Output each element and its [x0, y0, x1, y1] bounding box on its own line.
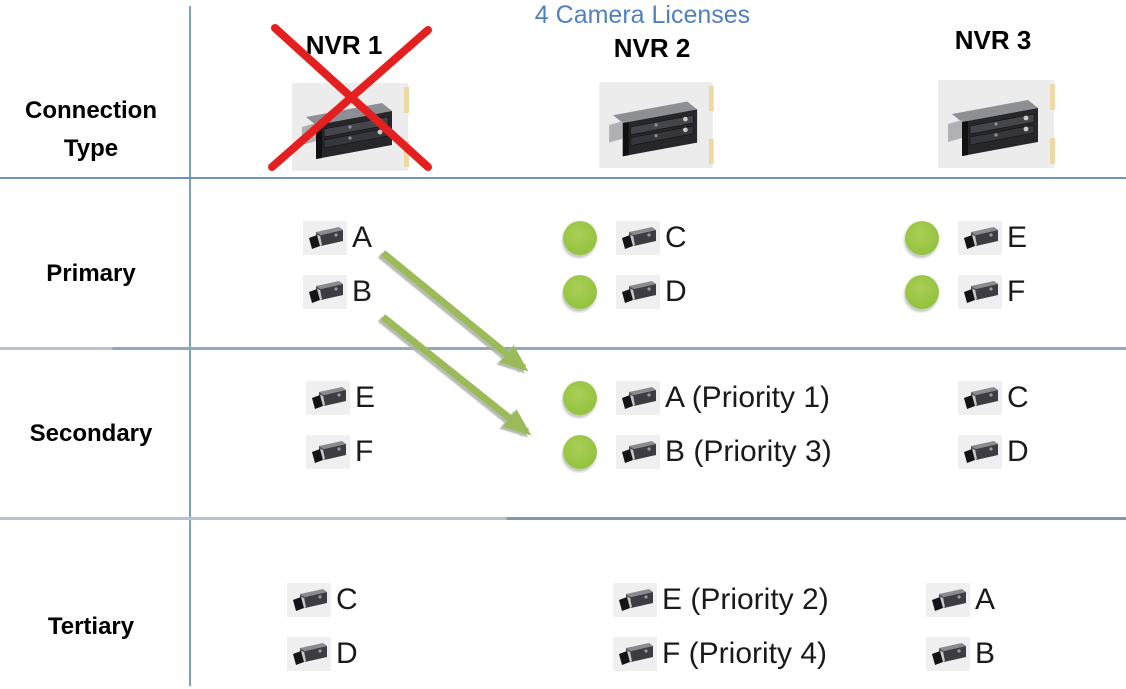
active-connection-dot: [563, 435, 597, 469]
row-header-connection-type: Connection Type: [25, 97, 157, 163]
camera-icon: [958, 275, 1002, 309]
cell-tertiary-nvr1: C D: [287, 583, 358, 689]
camera-icon: [303, 275, 347, 309]
camera-entry: B: [303, 275, 372, 309]
camera-label: D: [665, 275, 687, 308]
camera-icon: [306, 435, 350, 469]
camera-label: F: [355, 435, 374, 468]
camera-entry: E (Priority 2): [613, 583, 829, 617]
cell-primary-nvr2: C D: [563, 221, 687, 329]
grid-line-header: [0, 177, 1126, 179]
camera-icon: [613, 637, 657, 671]
cell-tertiary-nvr3: A B: [926, 583, 995, 689]
camera-entry: F: [306, 435, 375, 469]
camera-label: D: [1007, 435, 1029, 468]
cell-primary-nvr1: A B: [303, 221, 372, 329]
cell-secondary-nvr2: A (Priority 1) B (Priority 3): [563, 381, 832, 489]
active-connection-dot: [563, 381, 597, 415]
camera-icon: [616, 435, 660, 469]
row-header-secondary: Secondary: [29, 420, 153, 447]
cell-primary-nvr3: E F: [905, 221, 1027, 329]
camera-icon: [958, 381, 1002, 415]
camera-label: A (Priority 1): [665, 381, 831, 414]
camera-label: B: [352, 275, 373, 308]
camera-label: C: [1007, 381, 1029, 414]
failover-arrow-camera-a: [380, 250, 529, 372]
cell-secondary-nvr1: E F: [306, 381, 375, 489]
camera-entry: E: [905, 221, 1027, 255]
row-header-primary: Primary: [46, 260, 136, 287]
camera-entry: B (Priority 3): [563, 435, 832, 469]
camera-icon: [613, 583, 657, 617]
camera-icon: [926, 583, 970, 617]
camera-icon: [958, 221, 1002, 255]
active-connection-dot: [905, 275, 939, 309]
camera-entry: B: [926, 637, 995, 671]
active-connection-dot: [563, 275, 597, 309]
camera-label: B (Priority 3): [665, 435, 832, 468]
camera-icon: [926, 637, 970, 671]
camera-icon: [303, 221, 347, 255]
cell-secondary-nvr3: C D: [958, 381, 1029, 489]
camera-entry: A: [303, 221, 372, 255]
column-header-nvr3: NVR 3: [954, 25, 1032, 55]
grid-line-primary-secondary: [0, 347, 1126, 350]
column-header-nvr2: NVR 2: [613, 33, 691, 63]
camera-label: C: [336, 583, 358, 616]
camera-entry: D: [958, 435, 1029, 469]
column-header-nvr1: NVR 1: [305, 30, 383, 60]
camera-entry: C: [958, 381, 1029, 415]
camera-icon: [287, 637, 331, 671]
active-connection-dot: [905, 221, 939, 255]
camera-icon: [616, 275, 660, 309]
camera-icon: [306, 381, 350, 415]
camera-label: E: [1007, 221, 1028, 254]
camera-entry: A (Priority 1): [563, 381, 832, 415]
camera-label: E (Priority 2): [662, 583, 829, 616]
camera-label: C: [665, 221, 687, 254]
camera-icon: [958, 435, 1002, 469]
camera-label: A: [352, 221, 373, 254]
camera-entry: F (Priority 4): [613, 637, 829, 671]
table-vertical-divider: [189, 6, 191, 686]
grid-line-secondary-tertiary: [0, 517, 1126, 520]
camera-icon: [287, 583, 331, 617]
camera-entry: E: [306, 381, 375, 415]
camera-icon: [616, 221, 660, 255]
nvr3-image: [938, 80, 1058, 168]
camera-entry: C: [563, 221, 687, 255]
failover-arrow-camera-b: [380, 314, 532, 436]
camera-label: A: [975, 583, 996, 616]
cell-tertiary-nvr2: E (Priority 2) F (Priority 4): [613, 583, 829, 689]
active-connection-dot: [563, 221, 597, 255]
nvr2-image: [598, 82, 718, 168]
camera-label: F: [1007, 275, 1026, 308]
camera-label: D: [336, 637, 358, 670]
camera-label: F (Priority 4): [662, 637, 827, 670]
camera-label: E: [355, 381, 376, 414]
camera-label: B: [975, 637, 996, 670]
camera-entry: A: [926, 583, 995, 617]
camera-entry: F: [905, 275, 1027, 309]
camera-icon: [616, 381, 660, 415]
row-header-tertiary: Tertiary: [47, 613, 135, 640]
camera-entry: C: [287, 583, 358, 617]
camera-entry: D: [563, 275, 687, 309]
page-title: 4 Camera Licenses: [534, 1, 751, 29]
camera-entry: D: [287, 637, 358, 671]
nvr1-image: [289, 83, 415, 171]
